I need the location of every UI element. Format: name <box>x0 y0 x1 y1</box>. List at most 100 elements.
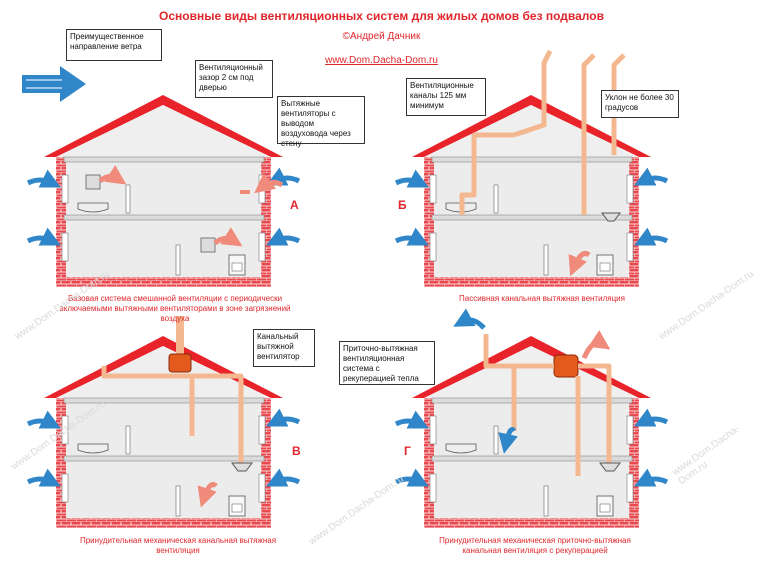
attic <box>56 105 271 157</box>
intake-arrow <box>26 227 61 246</box>
window <box>61 232 69 262</box>
attic-floor <box>431 156 633 163</box>
callout-channels: Вентиляционные каналы 125 мм минимум <box>406 78 486 116</box>
intake-arrow <box>394 410 429 429</box>
brick-wall-left <box>424 157 434 285</box>
intake-arrow <box>498 427 518 454</box>
house-v <box>26 316 301 528</box>
foundation <box>424 518 639 528</box>
callout-wind: Преимущественное направление ветра <box>66 29 162 61</box>
exhaust-fan-icon <box>200 237 216 253</box>
caption-v: Принудительная механическая канальная вы… <box>79 536 277 555</box>
cooker-hood-icon <box>601 212 621 222</box>
roof <box>44 95 283 157</box>
oven-door <box>231 503 243 513</box>
intake-arrow <box>266 227 301 246</box>
house-g <box>394 308 669 528</box>
callout-recuperation: Приточно-вытяжная вентиляционная система… <box>339 341 435 385</box>
radiator-icon <box>493 425 499 455</box>
site-link[interactable]: www.Dom.Dacha-Dom.ru <box>325 55 438 66</box>
radiator-icon <box>125 184 131 214</box>
window <box>61 174 69 204</box>
vent-duct <box>581 53 596 215</box>
radiator-icon <box>543 244 549 276</box>
intake-arrow <box>634 167 669 186</box>
intake-arrow <box>453 308 486 330</box>
window <box>626 174 634 204</box>
intake-arrow <box>266 167 301 186</box>
brick-wall-right <box>261 398 271 526</box>
floor-slab <box>431 455 633 462</box>
intake-arrow <box>634 408 669 427</box>
window <box>61 415 69 445</box>
intake-arrow <box>634 227 669 246</box>
floor-slab <box>63 455 265 462</box>
attic <box>56 346 271 398</box>
foundation <box>56 277 271 287</box>
window <box>258 232 266 262</box>
exhaust-arrow <box>98 165 127 185</box>
intake-arrow <box>26 410 61 429</box>
brick-wall-right <box>261 157 271 285</box>
radiator-icon <box>125 425 131 455</box>
intake-arrow <box>394 468 429 487</box>
callout-exhaust-fans: Вытяжные вентиляторы с выводом воздухово… <box>277 96 365 148</box>
caption-g: Принудительная механическая приточно-выт… <box>439 536 631 555</box>
window <box>258 415 266 445</box>
duct-fan-icon <box>168 353 192 373</box>
exhaust-arrow <box>254 172 284 194</box>
oven-door <box>599 262 611 272</box>
cooker-hood-icon <box>231 462 253 472</box>
caption-a: Базовая система смешанной вентиляции с п… <box>59 294 291 323</box>
vent-duct <box>513 49 553 138</box>
oven-door <box>599 503 611 513</box>
supply-duct <box>483 334 554 369</box>
window <box>61 473 69 503</box>
vent-duct <box>176 316 184 362</box>
bathtub-icon <box>77 202 109 213</box>
exhaust-arrow <box>213 227 243 247</box>
house-letter-b: Б <box>398 198 407 212</box>
floor-slab <box>63 214 265 221</box>
foundation <box>424 277 639 287</box>
window <box>258 473 266 503</box>
callout-slope: Уклон не более 30 градусов <box>601 90 679 118</box>
exhaust-fan-icon <box>85 174 101 190</box>
intake-arrow <box>394 227 429 246</box>
brick-wall-right <box>629 398 639 526</box>
vent-duct <box>101 366 244 466</box>
brick-wall-left <box>56 157 66 285</box>
window <box>429 232 437 262</box>
callout-gap: Вентиляционный зазор 2 см под дверью <box>195 60 273 98</box>
cooker-hood-icon <box>599 462 621 472</box>
attic <box>424 346 639 398</box>
house-letter-a: А <box>290 198 299 212</box>
roof <box>412 95 651 157</box>
oven-door <box>231 262 243 272</box>
exhaust-arrow <box>581 330 611 360</box>
brick-wall-right <box>629 157 639 285</box>
attic-floor <box>63 156 265 163</box>
brick-wall-left <box>56 398 66 526</box>
window <box>429 415 437 445</box>
house-b <box>394 49 669 287</box>
intake-arrow <box>634 468 669 487</box>
exhaust-arrow <box>568 251 591 277</box>
radiator-icon <box>175 485 181 517</box>
roof <box>412 336 651 398</box>
brick-wall-left <box>424 398 434 526</box>
window <box>429 174 437 204</box>
page-title: Основные виды вентиляционных систем для … <box>159 9 604 23</box>
attic-floor <box>63 397 265 404</box>
radiator-icon <box>543 485 549 517</box>
house-letter-v: В <box>292 444 301 458</box>
house-letter-g: Г <box>404 444 411 458</box>
foundation <box>56 518 271 528</box>
window <box>626 473 634 503</box>
house-a <box>26 95 301 287</box>
intake-arrow <box>266 408 301 427</box>
intake-arrow <box>266 468 301 487</box>
intake-arrow <box>26 169 61 188</box>
roof <box>44 336 283 398</box>
radiator-icon <box>493 184 499 214</box>
